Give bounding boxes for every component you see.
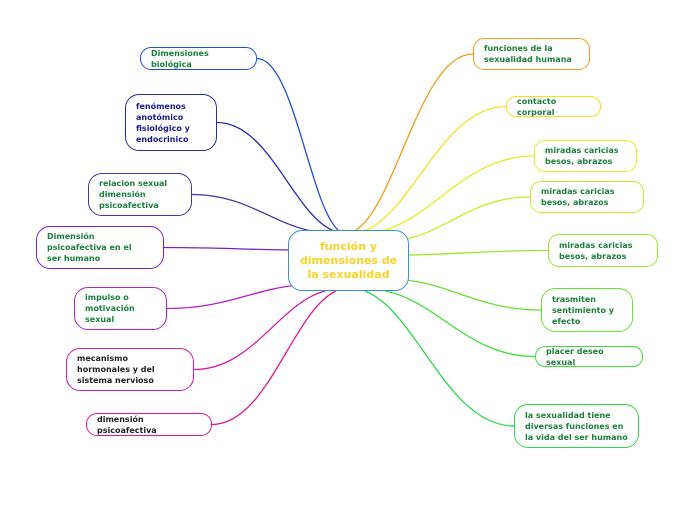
node-relacion-sexual[interactable]: relacion sexual dimensión psicoafectiva xyxy=(88,173,192,216)
node-placer-deseo[interactable]: placer deseo sexual xyxy=(535,346,643,367)
node-label: impulso o motivación sexual xyxy=(85,293,135,324)
node-label: contacto corporal xyxy=(517,96,557,117)
node-fenomenos-anatomico[interactable]: fenómenos anotómico fisiológico y endocr… xyxy=(125,94,217,151)
node-label: relacion sexual dimensión psicoafectiva xyxy=(99,179,168,210)
node-label: mecanismo hormonales y del sistema nervi… xyxy=(77,354,155,385)
node-sexualidad-funciones[interactable]: la sexualidad tiene diversas funciones e… xyxy=(514,404,639,448)
node-label: funciones de la sexualidad humana xyxy=(484,44,572,64)
node-impulso-motivacion[interactable]: impulso o motivación sexual xyxy=(74,287,167,330)
node-label: miradas caricias besos, abrazos xyxy=(541,187,615,207)
node-label: dimensión psicoafectiva xyxy=(97,414,157,435)
connector-line xyxy=(364,290,515,427)
node-dimensiones-biologica[interactable]: Dimensiones biológica xyxy=(140,47,257,70)
connector-line xyxy=(191,193,319,233)
connector-line xyxy=(384,290,536,358)
node-funciones-sexualidad[interactable]: funciones de la sexualidad humana xyxy=(473,38,590,70)
connector-line xyxy=(166,284,301,310)
connector-line xyxy=(193,290,326,371)
connector-line xyxy=(363,105,507,232)
connector-line xyxy=(377,155,535,233)
node-miradas-caricias-3[interactable]: miradas caricias besos, abrazos xyxy=(548,234,658,267)
node-label: Dimensión psicoafectiva en el ser humano xyxy=(47,232,132,263)
node-label: fenómenos anotómico fisiológico y endocr… xyxy=(136,101,190,144)
node-miradas-caricias-2[interactable]: miradas caricias besos, abrazos xyxy=(530,181,644,213)
node-trasmiten-sentimiento[interactable]: trasmiten sentimiento y efecto xyxy=(541,288,633,332)
node-label: miradas caricias besos, abrazos xyxy=(559,240,633,261)
connector-line xyxy=(256,57,339,231)
node-label: trasmiten sentimiento y efecto xyxy=(552,294,614,326)
node-label: la sexualidad tiene diversas funciones e… xyxy=(525,410,628,442)
connector-line xyxy=(216,121,335,232)
node-dimension-psicoafectiva[interactable]: dimensión psicoafectiva xyxy=(86,413,212,436)
connector-line xyxy=(163,246,291,251)
connector-line xyxy=(355,53,474,231)
central-topic-label: función y dimensiones de la sexualidad xyxy=(299,239,398,281)
node-dimension-psicoafectiva-humano[interactable]: Dimensión psicoafectiva en el ser humano xyxy=(36,226,164,269)
central-topic[interactable]: función y dimensiones de la sexualidad xyxy=(288,230,409,291)
connector-line xyxy=(399,196,531,241)
connector-line xyxy=(408,249,549,256)
node-label: placer deseo sexual xyxy=(546,346,604,367)
connector-line xyxy=(404,279,542,311)
node-mecanismo-hormonales[interactable]: mecanismo hormonales y del sistema nervi… xyxy=(66,348,194,391)
node-label: miradas caricias besos, abrazos xyxy=(545,146,619,166)
node-label: Dimensiones biológica xyxy=(151,48,209,69)
node-miradas-caricias-1[interactable]: miradas caricias besos, abrazos xyxy=(534,140,637,172)
node-contacto-corporal[interactable]: contacto corporal xyxy=(506,96,601,117)
connector-line xyxy=(211,290,337,426)
